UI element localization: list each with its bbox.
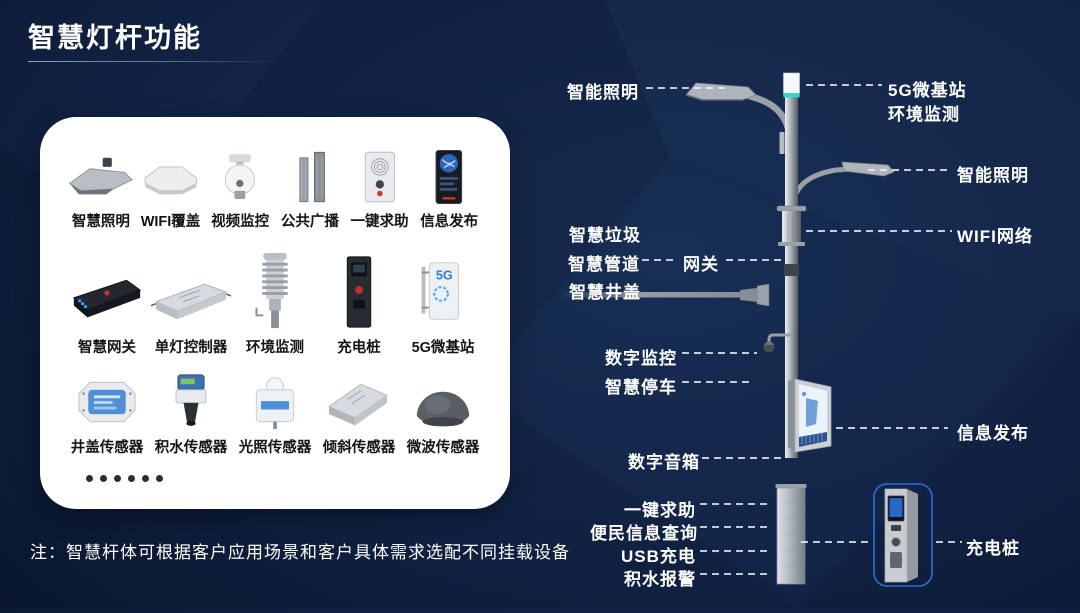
device-item-5g-station: 5G 5G微基站 (402, 253, 484, 357)
device-label: 5G微基站 (411, 340, 475, 356)
device-label: 一键求助 (350, 214, 409, 230)
lamp-controller-icon (150, 253, 232, 331)
device-label: 信息发布 (420, 214, 479, 230)
pole-label-smart-manhole: 智慧井盖 (569, 283, 641, 302)
pole-label-env-monitor: 环境监测 (888, 105, 960, 124)
tilt-sensor-icon (318, 373, 400, 431)
pole-shaft (785, 96, 798, 458)
device-item-manhole-sensor: 井盖传感器 (66, 373, 148, 457)
page-title: 智慧灯杆功能 (28, 23, 202, 53)
device-item-broadcast: 公共广播 (275, 149, 345, 231)
device-item-video: 视频监控 (205, 149, 275, 231)
pole-label-smart-parking: 智慧停车 (605, 378, 677, 397)
ptz-camera-icon (205, 149, 275, 205)
device-item-lamp-controller: 单灯控制器 (150, 253, 232, 357)
device-item-smart-lighting: 智慧照明 (66, 149, 136, 231)
manhole-sensor-icon (66, 373, 148, 431)
env-monitor-icon (234, 253, 316, 331)
device-label: 智慧网关 (78, 340, 136, 356)
device-item-tilt-sensor: 倾斜传感器 (318, 373, 400, 457)
wifi-unit (782, 211, 801, 242)
pole-label-smart-trash: 智慧垃圾 (569, 226, 641, 245)
pole-cap-cyan-band (783, 93, 800, 98)
pole-label-citizen-info: 便民信息查询 (590, 524, 698, 543)
camera-arm (767, 333, 792, 343)
footnote: 注：智慧杆体可根据客户应用场景和客户具体需求选配不同挂载设备 (30, 543, 570, 562)
device-item-microwave-sensor: 微波传感器 (402, 373, 484, 457)
pole-label-5g-station: 5G微基站 (888, 81, 967, 100)
device-item-water-sensor: 积水传感器 (150, 373, 232, 457)
device-item-light-sensor: 光照传感器 (234, 373, 316, 457)
callout-dashes (642, 84, 962, 575)
device-label: WIFI覆盖 (140, 214, 201, 230)
svg-text:5G: 5G (436, 268, 453, 282)
wifi-ap-icon (136, 149, 206, 205)
streetlight-icon (66, 149, 136, 205)
pole-label-sos: 一键求助 (624, 501, 696, 520)
device-label: 充电桩 (337, 340, 381, 356)
charging-pile-highlight-box (873, 483, 933, 587)
device-label: 环境监测 (246, 340, 304, 356)
device-label: 单灯控制器 (154, 340, 228, 356)
info-display-icon (414, 149, 484, 205)
smart-pole-diagram (540, 55, 1080, 608)
title-underline (28, 61, 282, 62)
5g-micro-station-icon: 5G (402, 253, 484, 331)
device-item-env-monitor: 环境监测 (234, 253, 316, 357)
pole-label-digital-camera: 数字监控 (605, 349, 677, 368)
device-label: 井盖传感器 (70, 440, 144, 456)
device-label: 公共广播 (280, 214, 339, 230)
pole-label-usb-charge: USB充电 (621, 547, 696, 566)
device-row-1: 智慧照明 WIFI覆盖 视频监控 公共广播 一键求助 (40, 149, 510, 231)
charging-pile-icon (318, 253, 400, 331)
device-item-sos: 一键求助 (345, 149, 415, 231)
right-lamp-arm (788, 166, 855, 215)
device-gallery-card: 智慧照明 WIFI覆盖 视频监控 公共广播 一键求助 (40, 117, 510, 509)
gateway-box-icon (66, 253, 148, 331)
pole-label-info-display: 信息发布 (957, 424, 1029, 443)
gateway-band (784, 264, 799, 276)
pole-label-charging-pile: 充电桩 (966, 539, 1020, 558)
pole-cap-5g (783, 72, 800, 96)
device-row-2: 智慧网关 单灯控制器 环境监测 充电桩 5G 5G微基站 (40, 253, 510, 357)
pole-label-lighting-right: 智能照明 (957, 166, 1029, 185)
device-label: 智慧照明 (71, 214, 130, 230)
pole-base (776, 487, 806, 585)
device-item-info-display: 信息发布 (414, 149, 484, 231)
sos-intercom-icon (345, 149, 415, 205)
right-lamp-head (841, 161, 895, 177)
device-label: 倾斜传感器 (322, 440, 396, 456)
water-sensor-icon (150, 373, 232, 431)
microwave-sensor-icon (402, 373, 484, 431)
ellipsis-dots (86, 469, 170, 487)
pole-label-lighting-top: 智能照明 (567, 83, 639, 102)
device-label: 光照传感器 (238, 440, 312, 456)
pole-graphic (560, 72, 962, 587)
device-label: 积水传感器 (154, 440, 228, 456)
device-label: 视频监控 (211, 214, 270, 230)
device-item-gateway: 智慧网关 (66, 253, 148, 357)
pole-label-gateway: 网关 (683, 255, 719, 274)
device-row-3: 井盖传感器 积水传感器 光照传感器 倾斜传感器 微波传感器 (40, 373, 510, 457)
light-sensor-icon (234, 373, 316, 431)
crossbar-arm (560, 292, 740, 298)
device-item-wifi: WIFI覆盖 (136, 149, 206, 231)
pole-label-digital-speaker: 数字音箱 (628, 453, 700, 472)
pole-label-water-alarm: 积水报警 (624, 570, 696, 589)
pa-speakers-icon (275, 149, 345, 205)
device-label: 微波传感器 (406, 440, 480, 456)
pole-label-smart-pipe: 智慧管道 (568, 255, 640, 274)
pole-label-wifi: WIFI网络 (957, 227, 1033, 246)
device-item-charging-pile: 充电桩 (318, 253, 400, 357)
